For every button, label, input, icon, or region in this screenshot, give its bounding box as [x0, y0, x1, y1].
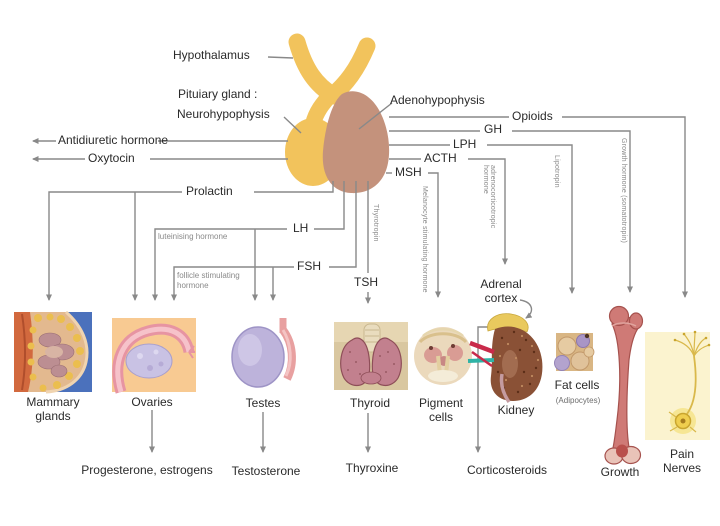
fsh-label: FSH	[297, 259, 321, 273]
neurohypophysis-label: Neurohypophysis	[177, 107, 270, 121]
pituitary-gland-illustration	[285, 33, 390, 194]
ovaries-label: Ovaries	[131, 395, 173, 409]
pigment-cells-label: Pigment cells	[418, 396, 464, 424]
bone-illustration	[604, 305, 644, 465]
adh-label: Antidiuretic hormone	[58, 133, 169, 147]
kidney-illustration	[467, 313, 543, 404]
pituitary-gland-label: Pituiary gland :	[178, 87, 258, 101]
pigment-cells-illustration	[414, 327, 472, 385]
opioids-to-nerves	[562, 116, 688, 298]
adrenal-secretion-label: Corticosteroids	[466, 463, 548, 477]
thyroid-illustration	[334, 322, 408, 390]
lph-to-fat	[487, 144, 575, 294]
neurohypophysis-pointer	[283, 116, 302, 134]
testes-secretion-label: Testosterone	[231, 464, 301, 478]
prolactin-label: Prolactin	[186, 184, 233, 198]
kidney-label: Kidney	[497, 403, 535, 417]
mammary-glands-label: Mammary glands	[26, 395, 80, 423]
adenohypophysis-lobe	[322, 91, 390, 194]
mammary-glands-illustration	[14, 310, 92, 394]
lh-to-ovaries	[152, 228, 287, 301]
msh-full-name-label: Melanocyte stimulating hormone	[421, 186, 428, 293]
gh-full-name-label: Growth hormone (somatotropin)	[620, 138, 627, 244]
connector-lines	[32, 56, 688, 453]
hypothalamus-label: Hypothalamus	[173, 48, 250, 62]
msh-to-pigment	[428, 172, 441, 298]
tsh-full-name-label: Thyrotropin	[372, 204, 379, 242]
lh-label: LH	[293, 221, 309, 235]
msh-label: MSH	[395, 165, 422, 179]
hypothalamus-pointer	[267, 56, 294, 59]
ovaries-secretion-label: Progesterone, estrogens	[81, 463, 213, 477]
growth-label: Growth	[600, 465, 640, 479]
prolactin-to-mammary	[46, 191, 182, 301]
gh-label: GH	[484, 122, 502, 136]
opioids-label: Opioids	[512, 109, 553, 123]
fat-cells-label: Fat cells	[554, 378, 600, 392]
lph-full-name-label: Lipotropin	[553, 155, 560, 188]
thyroid-label: Thyroid	[349, 396, 390, 410]
fsh-full-name-label: follicle stimulating hormone	[177, 271, 240, 290]
testes-label: Testes	[245, 396, 281, 410]
acth-to-adrenal	[468, 158, 508, 265]
lph-label: LPH	[453, 137, 477, 151]
testes-illustration	[231, 318, 296, 388]
gh-to-bone	[512, 130, 633, 293]
oxytocin-label: Oxytocin	[88, 151, 135, 165]
thyroid-secretion-label: Thyroxine	[345, 461, 399, 475]
acth-full-name-label: adrenocorticotropic hormone	[482, 165, 496, 229]
fat-cells-illustration	[554, 333, 595, 371]
fsh-to-ovaries	[171, 266, 294, 301]
adrenal-cortex-pointer	[519, 299, 533, 319]
acth-label: ACTH	[424, 151, 457, 165]
lh-full-name-label: luteinising hormone	[158, 232, 228, 241]
pain-nerves-label: Pain Nerves	[662, 447, 701, 475]
adenohypophysis-pointer	[358, 102, 393, 130]
tsh-label: TSH	[354, 275, 378, 289]
pain-nerves-illustration	[645, 330, 711, 440]
adenohypophysis-label: Adenohypophysis	[390, 93, 485, 107]
adipocytes-label: (Adipocytes)	[555, 396, 601, 405]
adrenal-cortex-label: Adrenal cortex	[480, 277, 522, 305]
ovaries-illustration	[112, 318, 196, 394]
kidney-to-corticosteroids	[475, 326, 488, 453]
